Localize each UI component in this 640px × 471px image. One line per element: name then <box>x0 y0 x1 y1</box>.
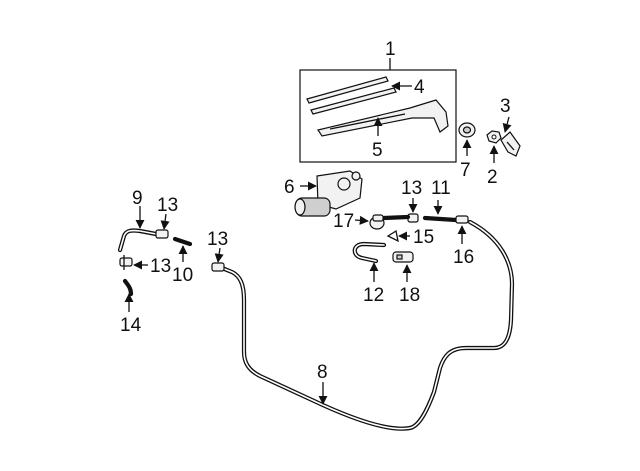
hose-10 <box>172 236 193 247</box>
leader-13-left-top <box>160 213 170 230</box>
callout-2: 2 <box>487 167 498 188</box>
callout-13-left-mid: 13 <box>150 256 171 277</box>
hose-14 <box>122 278 134 297</box>
callout-15: 15 <box>413 227 434 248</box>
pivot-cover <box>500 131 521 157</box>
nozzle-17 <box>369 214 385 230</box>
joint-16 <box>455 215 469 224</box>
callout-4: 4 <box>414 77 425 98</box>
arm-cap <box>458 122 476 138</box>
callout-14: 14 <box>120 315 142 336</box>
callout-13-right: 13 <box>401 178 422 199</box>
leader-17 <box>354 215 369 225</box>
connector-13-left-mid <box>119 255 133 270</box>
callout-13-left-top: 13 <box>157 195 178 216</box>
hose-11 <box>422 215 459 223</box>
callout-10: 10 <box>172 265 193 286</box>
callout-9: 9 <box>132 188 143 209</box>
callout-12: 12 <box>363 285 384 306</box>
callout-18: 18 <box>399 285 420 306</box>
hose-17 <box>381 214 411 221</box>
callout-13-hose-end: 13 <box>207 229 228 250</box>
callout-5: 5 <box>372 140 383 161</box>
wiper-motor <box>294 170 363 217</box>
callout-16: 16 <box>453 247 474 268</box>
callout-17: 17 <box>333 211 354 232</box>
callout-11: 11 <box>431 178 451 199</box>
hose-12 <box>352 241 387 264</box>
leader-13-hose-end <box>214 247 224 263</box>
callout-8: 8 <box>317 362 328 383</box>
leader-3 <box>502 116 512 133</box>
connector-13-left-top <box>155 229 169 239</box>
callout-1: 1 <box>385 39 396 60</box>
callout-3: 3 <box>500 96 511 117</box>
clip-15 <box>386 229 399 243</box>
wiper-blade <box>306 76 397 115</box>
wiper-arm <box>317 99 449 137</box>
callout-6: 6 <box>284 177 295 198</box>
connector-13-hose-end <box>211 262 225 272</box>
callout-7: 7 <box>460 160 471 181</box>
wiper-kit-box <box>299 69 457 163</box>
nozzle-18 <box>392 251 414 263</box>
nut <box>486 130 502 144</box>
